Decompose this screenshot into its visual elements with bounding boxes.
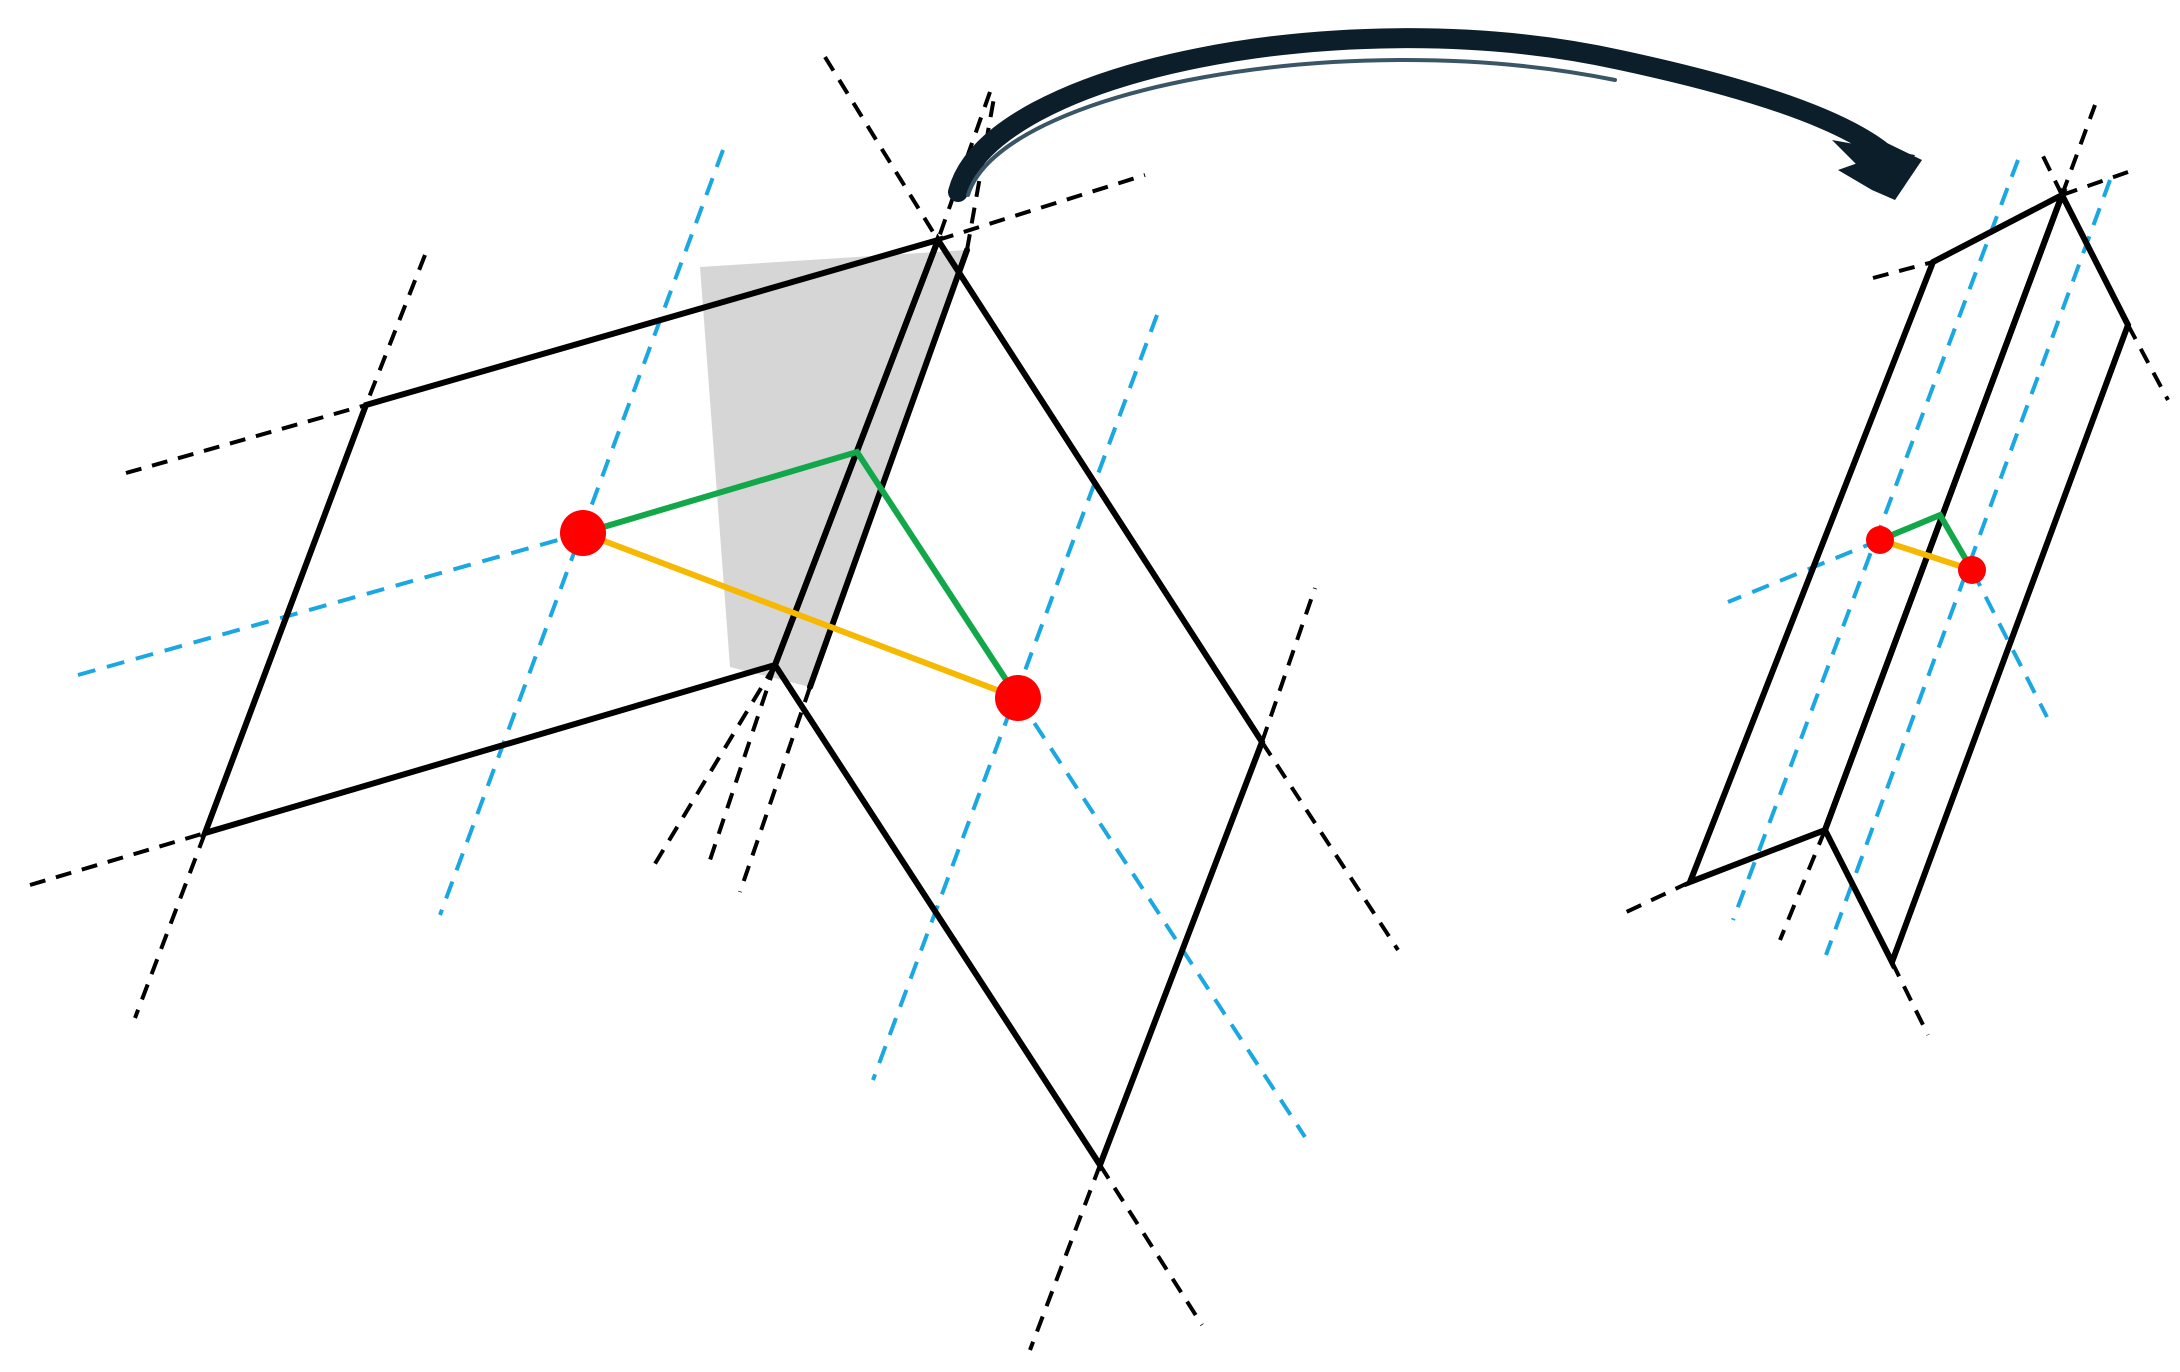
point-b [995, 675, 1041, 721]
extension-line [1098, 1163, 1204, 1327]
axis-line [1970, 569, 2049, 718]
left-axis-lines [77, 149, 1307, 1139]
extension-line [2061, 170, 2129, 197]
right-extension-lines [1619, 104, 2170, 1036]
extension-line [364, 254, 427, 406]
curved-arrow-icon [948, 28, 1922, 202]
point-a [560, 510, 606, 556]
axis-line [1727, 538, 1881, 604]
green-path [580, 448, 1021, 701]
extension-line [738, 686, 812, 893]
right-axis-lines [1727, 159, 2112, 956]
axis-line [77, 531, 584, 677]
green-path [1877, 511, 1975, 573]
extension-line [1872, 260, 1934, 280]
extension-line [648, 663, 777, 874]
extension-line [708, 664, 777, 861]
yellow-path [580, 530, 1021, 701]
extension-line [29, 831, 206, 887]
extension-line [2060, 104, 2097, 196]
extension-line [937, 173, 1146, 242]
extension-line [1778, 829, 1827, 941]
extension-line [823, 55, 940, 242]
right-figure [1619, 104, 2170, 1036]
extension-line [1260, 587, 1317, 743]
axis-line [1016, 696, 1307, 1139]
shared-boundary-band [700, 250, 967, 687]
compressed-right-cell [1821, 187, 2132, 970]
axis-line [1824, 179, 2112, 956]
extension-line [2126, 324, 2170, 401]
shared-boundary-edge [807, 247, 970, 690]
point-a [1866, 526, 1894, 554]
extension-line [2038, 149, 2064, 196]
axis-line [871, 314, 1159, 1081]
left-figure [29, 55, 1400, 1351]
left-extension-lines [29, 55, 1400, 1351]
extension-line [133, 832, 207, 1019]
extension-line [125, 403, 367, 475]
right-cell [771, 233, 1266, 1172]
extension-line [1028, 1164, 1102, 1351]
extension-line [1890, 961, 1930, 1036]
extension-line [1260, 740, 1400, 952]
yellow-path [1877, 537, 1975, 573]
point-b [1958, 556, 1986, 584]
extension-line [1619, 880, 1691, 917]
